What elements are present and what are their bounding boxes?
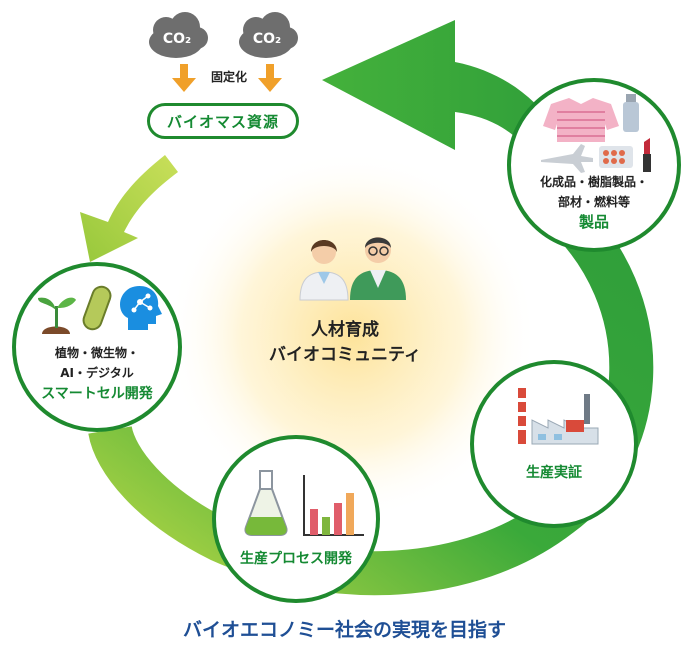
co2-label-right: CO₂ <box>252 31 282 47</box>
ai-brain-icon <box>120 286 162 330</box>
demo-title: 生産実証 <box>526 465 582 481</box>
center-title-line1: 人材育成 <box>311 320 379 340</box>
center-glow <box>167 150 537 520</box>
products-line2: 部材・燃料等 <box>557 195 630 209</box>
process-node <box>212 435 380 603</box>
smartcell-node <box>12 262 182 432</box>
process-icons <box>244 470 364 536</box>
pills-icon <box>599 146 633 168</box>
process-title: 生産プロセス開発 <box>240 551 352 567</box>
biomass-resource-pill: バイオマス資源 <box>147 103 299 139</box>
left-arrow <box>80 155 178 262</box>
factory-icon <box>518 388 599 445</box>
bar-chart-icon <box>303 475 364 536</box>
co2-label-left: CO₂ <box>162 31 192 47</box>
smartcell-line2: AI・デジタル <box>60 366 134 380</box>
smartcell-icons <box>38 285 162 334</box>
co2-cloud-right <box>239 12 298 58</box>
products-line1: 化成品・樹脂製品・ <box>539 175 648 189</box>
fixation-label: 固定化 <box>210 70 247 84</box>
researcher-male-icon <box>350 237 406 300</box>
products-icons <box>541 94 651 173</box>
sprout-icon <box>38 297 76 334</box>
top-arrow <box>322 20 575 185</box>
researcher-female-icon <box>299 240 349 301</box>
smartcell-line1: 植物・微生物・ <box>54 346 139 360</box>
products-node <box>507 78 681 252</box>
fixation-arrows <box>172 64 282 92</box>
flask-icon <box>244 470 288 536</box>
footer-caption: バイオエコノミー社会の実現を目指す <box>182 619 506 641</box>
bottle-icon <box>623 94 639 132</box>
researchers-icon <box>290 222 410 302</box>
smartcell-title: スマートセル開発 <box>41 386 153 402</box>
center-title-line2: バイオコミュニティ <box>269 345 421 365</box>
sweater-icon <box>543 98 619 142</box>
cycle-ring <box>88 193 654 596</box>
lipstick-icon <box>643 138 651 172</box>
demo-node <box>470 360 638 528</box>
products-title: 製品 <box>578 213 609 231</box>
co2-cloud-left <box>149 12 208 58</box>
microbe-icon <box>82 285 112 331</box>
biomass-label: バイオマス資源 <box>166 112 279 131</box>
airplane-icon <box>541 144 593 173</box>
